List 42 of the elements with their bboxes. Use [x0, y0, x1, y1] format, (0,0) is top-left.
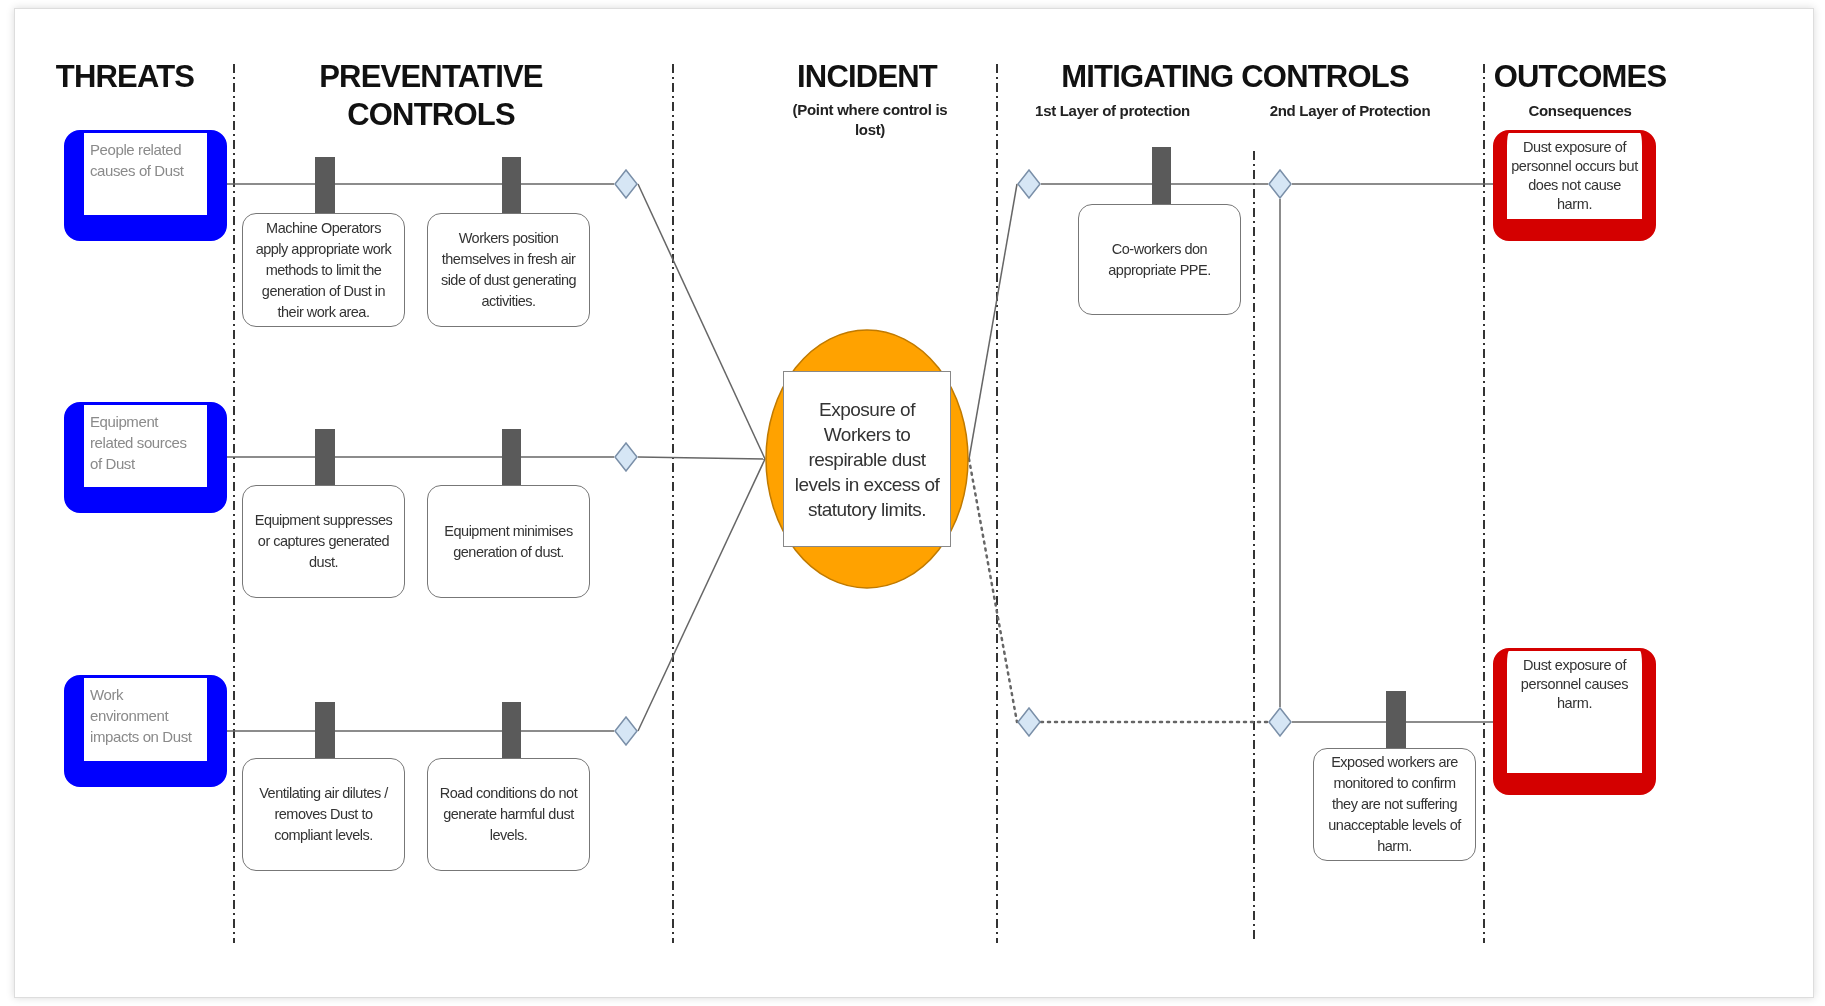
control-box: Ventilating air dilutes / removes Dust to compliant levels.: [242, 758, 405, 871]
incident-text: Exposure of Workers to respirable dust levels in excess of statutory limits.: [783, 371, 951, 547]
column-subheading: 2nd Layer of Protection: [1268, 101, 1432, 121]
column-heading: INCIDENT: [796, 58, 939, 96]
junction-diamond: [1017, 169, 1041, 199]
control-box: Equipment minimises generation of dust.: [427, 485, 590, 598]
control-box: Equipment suppresses or captures generated dust.: [242, 485, 405, 598]
junction-diamond: [1017, 707, 1041, 737]
threat-box: People related causes of Dust: [64, 130, 227, 241]
connector-line: [1279, 198, 1281, 708]
column-subheading: 1st Layer of protection: [1034, 101, 1191, 121]
junction-diamond: [614, 716, 638, 746]
control-box: Road conditions do not generate harmful dust levels.: [427, 758, 590, 871]
connector-line: [1040, 183, 1269, 185]
connector-line: [1291, 183, 1494, 185]
control-box: Co-workers don appropriate PPE.: [1078, 204, 1241, 315]
connector-line: [637, 456, 766, 460]
junction-diamond: [614, 169, 638, 199]
column-heading: PREVENTATIVE CONTROLS: [318, 58, 544, 134]
column-subheading: Consequences: [1527, 101, 1633, 121]
control-box: Workers position themselves in fresh air side of dust generating activities.: [427, 213, 590, 327]
threat-box: Work environment impacts on Dust: [64, 675, 227, 787]
column-heading: THREATS: [54, 58, 196, 96]
connector-line: [226, 730, 615, 732]
connector-line: [226, 456, 615, 458]
connector-line: [637, 458, 766, 732]
column-subheading: (Point where control is lost): [791, 100, 949, 140]
connector-line: [1291, 721, 1494, 723]
column-heading: OUTCOMES: [1492, 58, 1668, 96]
consequence-box: Dust exposure of personnel causes harm.: [1493, 648, 1656, 795]
column-heading: MITIGATING CONTROLS: [1060, 58, 1410, 96]
junction-diamond: [614, 442, 638, 472]
junction-diamond: [1268, 707, 1292, 737]
connector-line: [226, 183, 615, 185]
connector-line: [637, 183, 766, 460]
consequence-box: Dust exposure of personnel occurs but does not cause harm.: [1493, 130, 1656, 241]
junction-diamond: [1268, 169, 1292, 199]
incident-ellipse: [765, 329, 969, 589]
connector-line: [1039, 720, 1270, 724]
control-box: Machine Operators apply appropriate work methods to limit the generation of Dust in their work area.: [242, 213, 405, 327]
threat-box: Equipment related sources of Dust: [64, 402, 227, 513]
control-box: Exposed workers are monitored to confirm they are not suffering unacceptable levels of harm.: [1313, 748, 1476, 861]
